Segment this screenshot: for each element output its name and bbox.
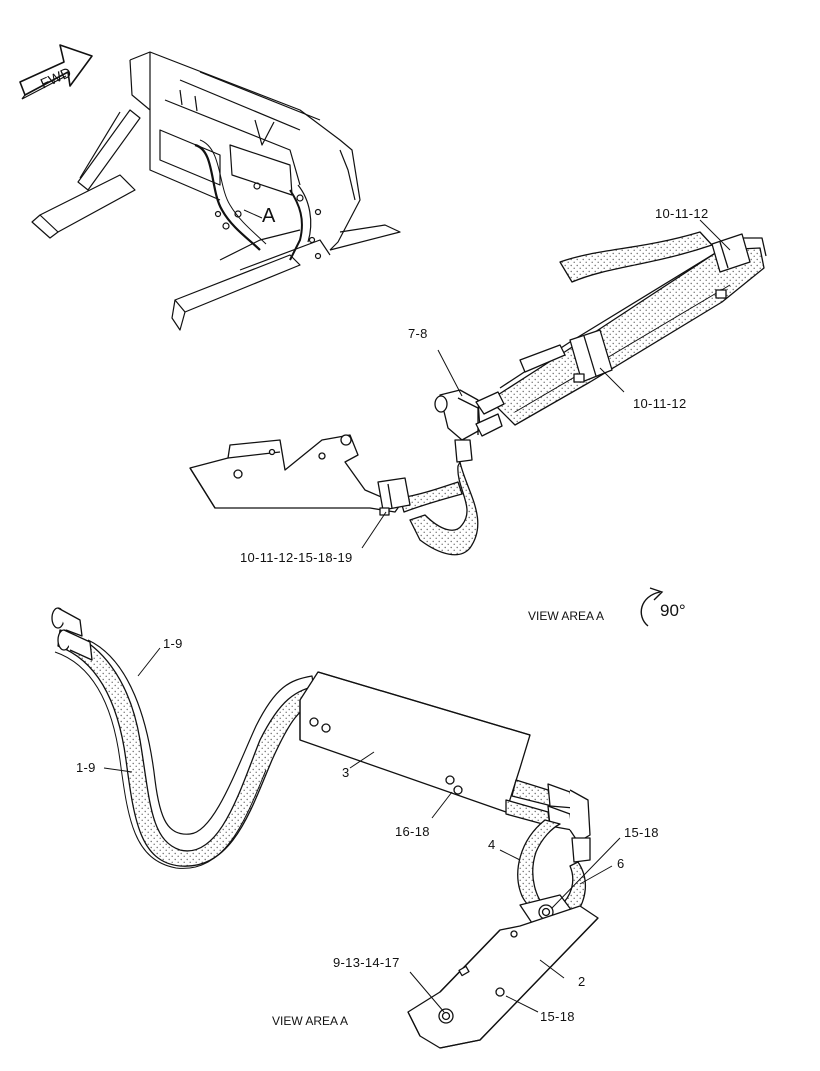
lower-detail-view: [51, 607, 621, 1049]
machine-overview: [31, 51, 401, 331]
callout-6: 6: [617, 856, 625, 871]
callout-10-11-12-15-18-19: 10-11-12-15-18-19: [240, 550, 353, 565]
fwd-arrow-icon: FWD: [19, 44, 93, 100]
area-letter: A: [262, 205, 276, 227]
callout-2: 2: [578, 974, 586, 989]
upper-detail-view: [189, 219, 767, 556]
callout-7-8: 7-8: [408, 326, 428, 341]
callout-10-11-12-mid: 10-11-12: [633, 396, 687, 411]
view-area-caption-lower: VIEW AREA A: [272, 1014, 349, 1028]
callout-4: 4: [488, 837, 496, 852]
callout-15-18-bottom: 15-18: [540, 1009, 575, 1024]
callout-16-18: 16-18: [395, 824, 430, 839]
rotation-label: 90°: [660, 601, 686, 620]
rotate-icon: [640, 587, 664, 627]
callout-10-11-12-top: 10-11-12: [655, 206, 709, 221]
callout-1-9-left: 1-9: [76, 760, 96, 775]
callout-15-18-right: 15-18: [624, 825, 659, 840]
callout-3: 3: [342, 765, 350, 780]
view-area-caption-upper: VIEW AREA A: [528, 609, 605, 623]
callout-1-9-upper: 1-9: [163, 636, 183, 651]
callout-9-13-14-17: 9-13-14-17: [333, 955, 400, 970]
fwd-label: FWD: [38, 64, 74, 92]
